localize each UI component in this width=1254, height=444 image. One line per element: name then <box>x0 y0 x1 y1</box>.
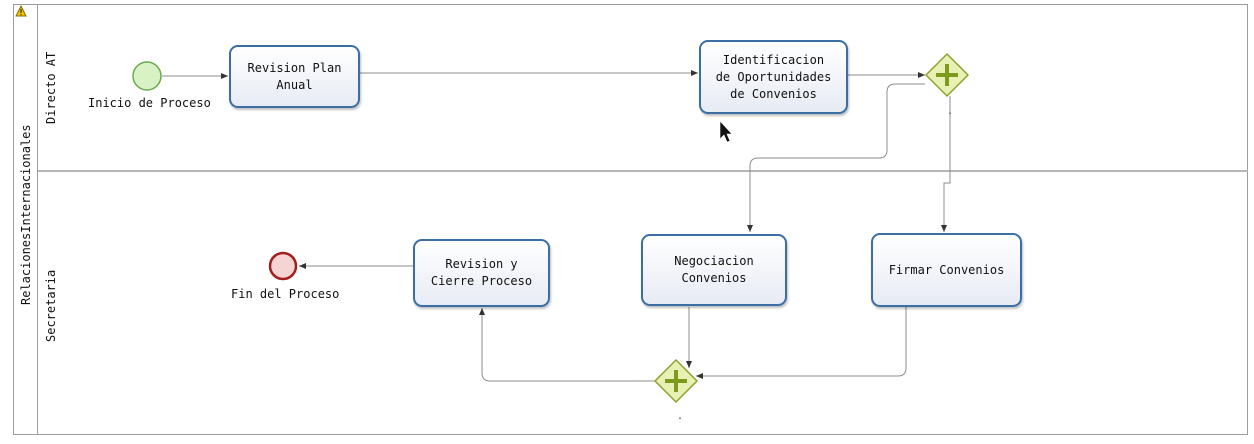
join-gateway-label: . <box>677 411 684 422</box>
end-event-icon <box>268 251 298 281</box>
task-label-line: Firmar Convenios <box>888 262 1005 277</box>
task-label-line: de Convenios <box>730 86 817 101</box>
pool-container <box>13 4 1248 435</box>
start-event-icon <box>132 61 162 91</box>
parallel-gateway-split-icon <box>924 52 970 98</box>
task-negociacion-convenios[interactable]: Negociacion Convenios <box>641 234 787 306</box>
task-identificacion-oportunidades[interactable]: Identificacion de Oportunidades de Conve… <box>699 40 848 114</box>
flow-join-to-cierre <box>479 308 655 382</box>
warning-icon <box>15 5 27 17</box>
lane-separator <box>38 170 1248 172</box>
task-label-line: Anual <box>276 77 313 92</box>
task-revision-cierre-proceso[interactable]: Revision y Cierre Proceso <box>413 239 550 307</box>
task-revision-plan-anual[interactable]: Revision Plan Anual <box>229 45 360 108</box>
end-event-label: Fin del Proceso <box>231 287 340 301</box>
pool-header <box>13 4 38 435</box>
flow-firmar-to-join <box>696 307 907 379</box>
flow-split-to-negociacion <box>747 83 925 232</box>
task-label-line: de Oportunidades <box>715 69 832 84</box>
task-label-line: Identificacion <box>722 52 825 67</box>
task-label-line: Negociacion <box>674 254 754 268</box>
parallel-gateway-join-icon <box>653 358 699 404</box>
task-label-line: Revision Plan <box>247 60 342 75</box>
flow-split-to-firmar <box>941 96 951 232</box>
split-gateway-label: . <box>947 106 954 117</box>
task-label-line: Cierre Proceso <box>430 274 533 288</box>
task-firmar-convenios[interactable]: Firmar Convenios <box>871 233 1022 307</box>
task-label-line: Revision y <box>445 257 518 271</box>
task-label-line: Convenios <box>681 271 747 285</box>
start-event-label: Inicio de Proceso <box>88 96 211 110</box>
mouse-pointer-icon <box>719 120 733 143</box>
